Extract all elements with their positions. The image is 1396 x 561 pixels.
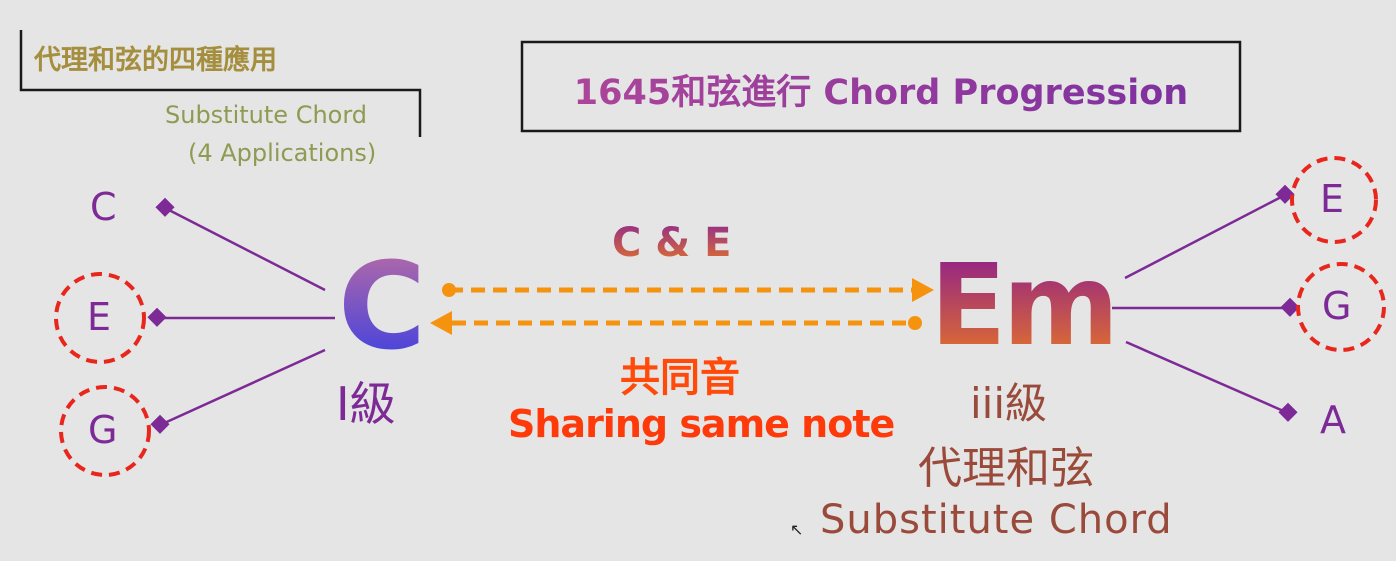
connector-e-right bbox=[1124, 193, 1286, 280]
role-zh: 代理和弦 bbox=[918, 443, 1094, 494]
highlight-circle-e-right bbox=[1290, 156, 1378, 244]
degree-iii: iii級 bbox=[970, 379, 1048, 428]
note-e-right: E bbox=[1320, 177, 1345, 221]
highlight-circle-e-left bbox=[54, 272, 146, 364]
diamond-icon bbox=[1275, 184, 1295, 204]
arrow-head-icon bbox=[912, 278, 934, 302]
title-box bbox=[520, 40, 1242, 133]
main-title: 1645和弦進行 Chord Progression bbox=[522, 64, 1240, 115]
note-g-left: G bbox=[88, 408, 118, 452]
chord-c: C bbox=[338, 238, 427, 377]
diamond-icon bbox=[155, 197, 175, 217]
mouse-cursor-icon: ↖ bbox=[790, 520, 804, 539]
shared-label-en: Sharing same note bbox=[508, 402, 895, 446]
degree-i: I級 bbox=[336, 377, 396, 431]
section-title-zh: 代理和弦的四種應用 bbox=[34, 45, 277, 76]
shared-label-zh: 共同音 bbox=[620, 355, 740, 401]
connector-g bbox=[159, 348, 326, 427]
section-title-en-sub: (4 Applications) bbox=[188, 139, 377, 167]
arrow-dot bbox=[442, 283, 456, 297]
section-bracket bbox=[19, 30, 422, 137]
note-a-right: A bbox=[1320, 398, 1346, 442]
connector-a-right bbox=[1125, 340, 1289, 415]
chord-em: Em bbox=[930, 241, 1119, 371]
connector-c bbox=[164, 206, 326, 292]
highlight-circle-g-right bbox=[1296, 262, 1386, 352]
diamond-icon bbox=[147, 307, 167, 327]
note-g-right: G bbox=[1322, 284, 1352, 328]
shared-notes: C & E bbox=[612, 220, 732, 266]
role-en: Substitute Chord bbox=[820, 497, 1173, 543]
note-e-left: E bbox=[87, 295, 112, 339]
arrow-head-icon bbox=[430, 311, 452, 335]
highlight-circle-g-left bbox=[59, 385, 151, 477]
diamond-icon bbox=[150, 414, 170, 434]
section-title-en: Substitute Chord bbox=[165, 101, 368, 129]
diamond-icon bbox=[1278, 402, 1298, 422]
diamond-icon bbox=[1280, 297, 1300, 317]
note-c-left: C bbox=[90, 185, 117, 229]
arrow-dot bbox=[908, 316, 922, 330]
